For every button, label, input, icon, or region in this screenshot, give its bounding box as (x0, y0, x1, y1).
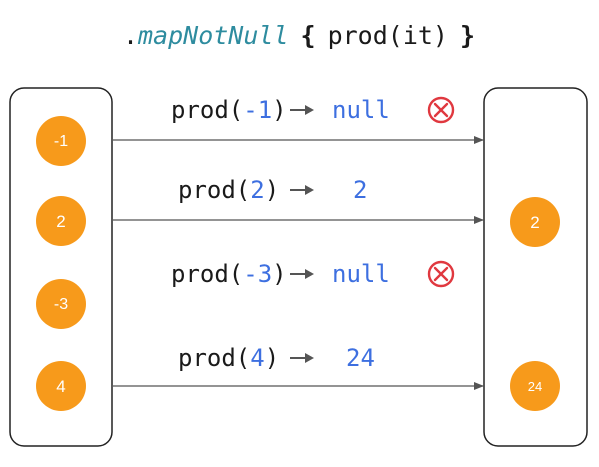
output-value: 2 (530, 213, 539, 232)
call-result: 24 (346, 344, 375, 372)
arrow-right-icon (290, 353, 314, 363)
input-value: -1 (54, 133, 68, 150)
output-element: 2 (510, 197, 560, 247)
call-row: prod(2) 2 (178, 176, 367, 204)
circle-x-icon (427, 260, 455, 288)
output-collection-box (483, 87, 588, 447)
circle-x-icon (427, 96, 455, 124)
arrow-right-icon (290, 269, 314, 279)
input-value: -3 (54, 296, 68, 313)
arrow-right-icon (290, 105, 314, 115)
title-open-brace: { (301, 21, 316, 50)
title-method: mapNotNull (137, 21, 289, 50)
call-expression: prod(2) (178, 176, 279, 204)
call-result: null (332, 96, 390, 124)
output-element: 24 (510, 361, 560, 411)
input-element: -3 (36, 279, 86, 329)
input-element: -1 (36, 116, 86, 166)
title-close-brace: } (460, 21, 475, 50)
input-element: 4 (36, 361, 86, 411)
call-row: prod(-3) null (171, 260, 455, 288)
title-body: prod(it) (328, 21, 448, 50)
call-result: 2 (353, 176, 367, 204)
call-expression: prod(4) (178, 344, 279, 372)
arrow-right-icon (290, 185, 314, 195)
call-row: prod(4) 24 (178, 344, 375, 372)
title-dot: . (123, 21, 138, 50)
diagram-title: .mapNotNull { prod(it)} (123, 21, 475, 50)
input-collection-box (9, 87, 113, 447)
call-row: prod(-1) null (171, 96, 455, 124)
input-value: 4 (56, 377, 65, 396)
input-element: 2 (36, 196, 86, 246)
call-expression: prod(-1) (171, 96, 287, 124)
output-value: 24 (528, 379, 542, 394)
input-value: 2 (56, 212, 65, 231)
call-result: null (332, 260, 390, 288)
call-expression: prod(-3) (171, 260, 287, 288)
